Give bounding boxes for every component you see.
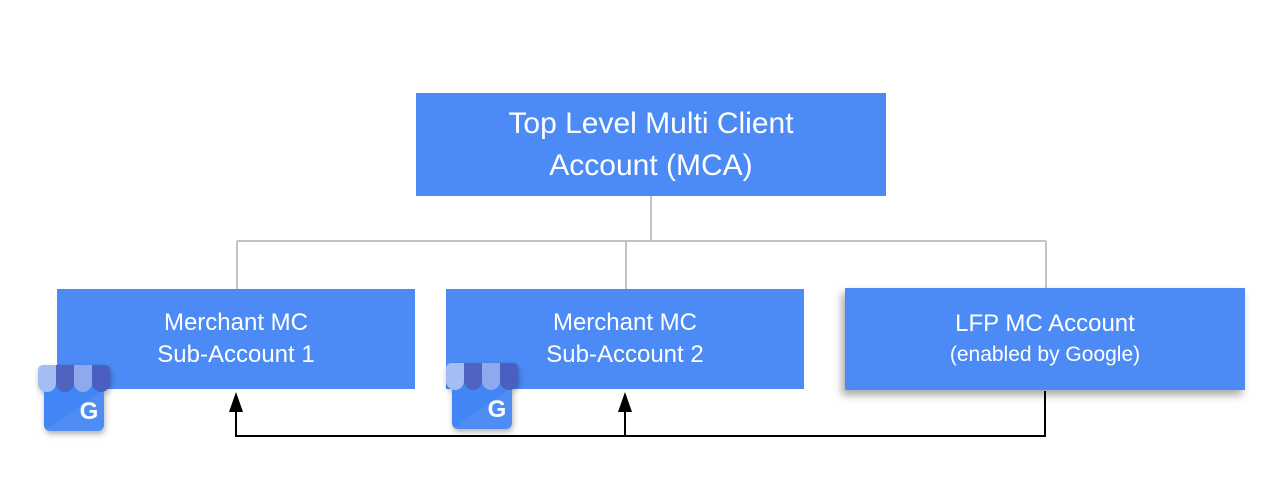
node-label-line1: LFP MC Account	[955, 310, 1135, 337]
node-lfp-mc-account: LFP MC Account (enabled by Google)	[845, 288, 1245, 390]
node-top-level-mca: Top Level Multi Client Account (MCA)	[416, 93, 886, 196]
awning-stripe	[446, 363, 464, 390]
node-label-line2: Account (MCA)	[549, 148, 753, 182]
google-my-business-icon: G	[446, 363, 518, 429]
awning-stripe	[38, 365, 56, 392]
storefront-awning	[38, 365, 110, 392]
node-label-line2: (enabled by Google)	[949, 343, 1141, 366]
node-merchant-sub-account-2: Merchant MC Sub-Account 2	[446, 289, 804, 389]
node-label-line2: Sub-Account 1	[157, 341, 315, 368]
node-label-line1: Merchant MC	[163, 309, 309, 336]
awning-stripe	[74, 365, 92, 392]
node-label-line1: Merchant MC	[552, 309, 698, 336]
storefront-highlight	[452, 387, 512, 429]
tree-connector-lines	[236, 196, 1047, 289]
awning-stripe	[92, 365, 110, 392]
node-label-line2: Sub-Account 2	[546, 341, 704, 368]
storefront-highlight	[44, 389, 104, 431]
google-g-letter: G	[488, 396, 507, 423]
awning-stripe	[464, 363, 482, 390]
arrowheads	[229, 392, 632, 412]
storefront-body	[44, 383, 104, 431]
node-label-line1: Top Level Multi Client	[508, 106, 794, 140]
storefront-body	[452, 381, 512, 429]
arrowhead-up-sub1	[229, 392, 243, 412]
awning-stripe	[500, 363, 518, 390]
lfp-feed-lines	[235, 391, 1046, 437]
lfp-feed-line-to-sub1	[235, 391, 1046, 437]
awning-stripe	[56, 365, 74, 392]
google-g-letter: G	[80, 398, 99, 425]
node-merchant-sub-account-1: Merchant MC Sub-Account 1	[57, 289, 415, 389]
google-my-business-icon: G	[38, 365, 110, 431]
storefront-awning	[446, 363, 518, 390]
arrowhead-up-sub2	[618, 392, 632, 412]
awning-stripe	[482, 363, 500, 390]
